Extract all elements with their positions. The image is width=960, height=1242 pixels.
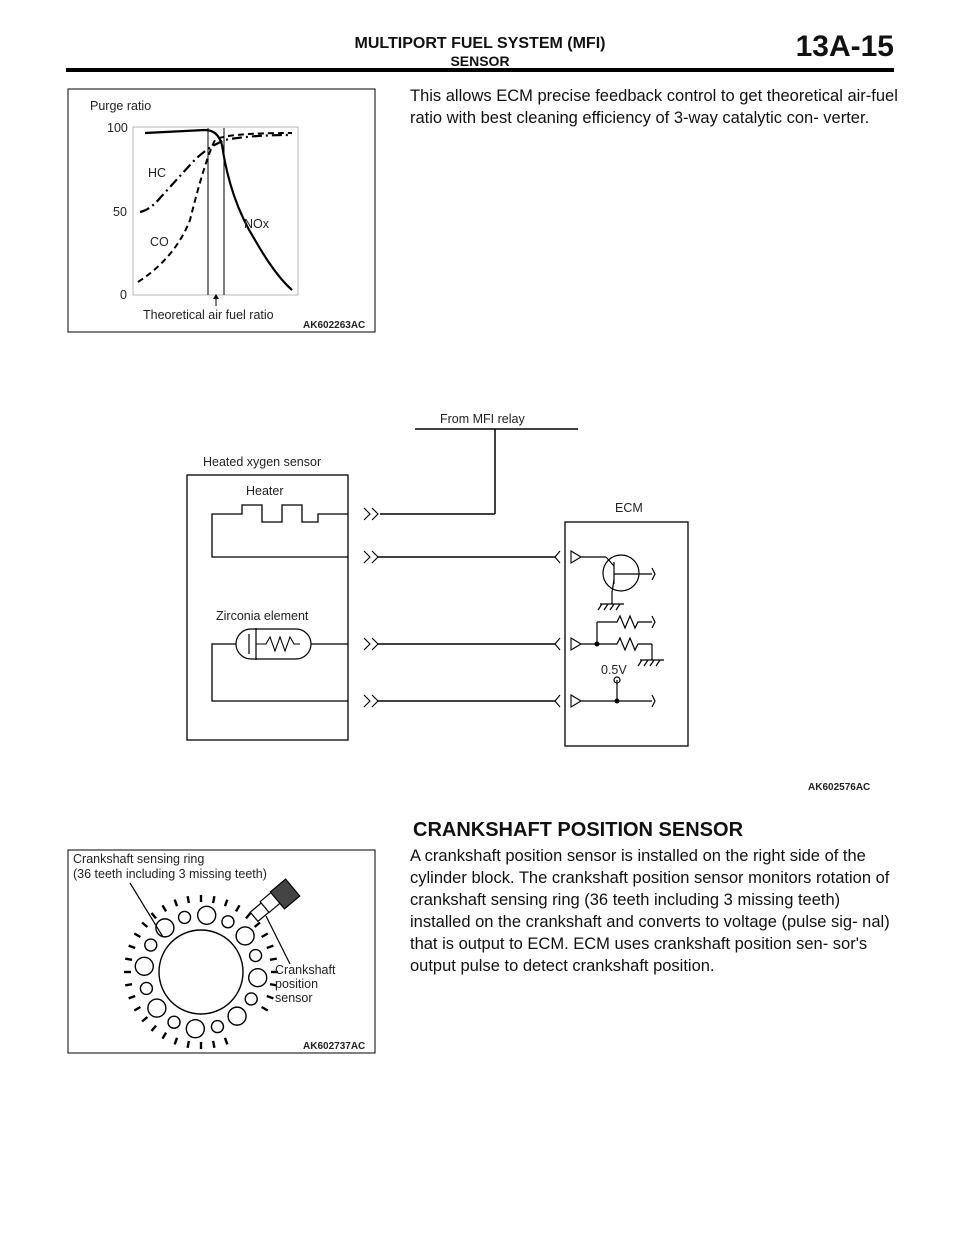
sensing-ring [124, 895, 278, 1049]
ring-hole [210, 1019, 225, 1034]
ring-tooth [173, 1037, 179, 1045]
ring-tooth [186, 895, 191, 904]
page-number: 13A-15 [795, 30, 894, 63]
ring-label-2: (36 teeth including 3 missing teeth) [73, 867, 267, 881]
ring-tooth [124, 982, 133, 987]
ring-hole [227, 1006, 247, 1026]
sensor-body [249, 878, 301, 923]
crankshaft-ring-figure: Crankshaft sensing ring (36 teeth includ… [67, 849, 376, 1054]
ring-tooth [211, 1040, 216, 1049]
zirconia-label: Zirconia element [216, 609, 309, 623]
sensor-label-2: position [275, 977, 318, 991]
ring-tooth [253, 921, 261, 928]
oxygen-sensor-circuit-figure: From MFI relay Heated xygen sensor Heate… [186, 412, 870, 793]
ecm-label: ECM [615, 501, 643, 515]
ring-tooth [141, 1016, 149, 1023]
ring-tooth [161, 904, 168, 912]
ring-tooth [261, 1005, 269, 1012]
ring-tooth [150, 912, 157, 920]
nox-label: NOx [244, 217, 270, 231]
ring-hole [185, 1019, 206, 1039]
sensor-label-3: sensor [275, 991, 313, 1005]
ring-hole [134, 956, 154, 977]
ring-hole [147, 998, 167, 1018]
ring-hole [167, 1015, 181, 1029]
ring-hole [196, 905, 217, 925]
ring-tooth [269, 982, 278, 987]
ring-hole [235, 926, 255, 946]
ring-hole [177, 910, 192, 925]
ring-hole [155, 918, 175, 938]
section-heading: CRANKSHAFT POSITION SENSOR [413, 819, 744, 841]
hc-label: HC [148, 166, 166, 180]
ring-hole [139, 981, 154, 996]
tick-0: 0 [120, 288, 127, 302]
ring-tooth [211, 895, 216, 904]
figure-code: AK602263AC [303, 320, 365, 331]
ring-tooth [173, 899, 179, 907]
purge-ratio-figure: Purge ratio 100 50 0 HC CO NOx Theoretic… [67, 88, 376, 333]
figure-code: AK602737AC [303, 1041, 365, 1052]
ring-tooth [223, 1037, 229, 1045]
manual-subtitle: SENSOR [450, 53, 510, 69]
ring-hole [144, 938, 158, 952]
purge-ratio-label: Purge ratio [90, 99, 151, 113]
ring-tooth [245, 912, 252, 920]
ring-tooth [186, 1040, 191, 1049]
sensor-label-1: Crankshaft [275, 963, 336, 977]
ring-hole [221, 915, 235, 929]
ring-tooth [133, 1005, 141, 1012]
ring-tooth [223, 899, 229, 907]
tick-50: 50 [113, 205, 127, 219]
manual-title: MULTIPORT FUEL SYSTEM (MFI) [354, 35, 606, 52]
ring-tooth [261, 932, 269, 939]
ring-hole [248, 967, 268, 988]
ring-label-1: Crankshaft sensing ring [73, 852, 204, 866]
co-label: CO [150, 235, 169, 249]
ring-tooth [161, 1032, 168, 1040]
header-rule [66, 68, 894, 72]
ring-hole [248, 948, 263, 963]
ring-hole [244, 992, 258, 1006]
ring-tooth [266, 944, 274, 950]
tick-100: 100 [107, 121, 128, 135]
ring-tooth [128, 994, 136, 1000]
voltage-label: 0.5V [601, 663, 627, 677]
ring-tooth [266, 994, 274, 1000]
figure-code: AK602576AC [808, 782, 870, 793]
ring-tooth [141, 921, 149, 928]
sensor-label: Heated xygen sensor [203, 455, 321, 469]
ring-tooth [150, 1024, 157, 1032]
ring-tooth [124, 957, 133, 962]
intro-paragraph: This allows ECM precise feedback control… [410, 87, 898, 127]
heater-label: Heater [246, 484, 284, 498]
ring-tooth [128, 944, 136, 950]
ring-tooth [133, 932, 141, 939]
x-axis-label: Theoretical air fuel ratio [143, 308, 274, 322]
crankshaft-paragraph: A crankshaft position sensor is installe… [410, 847, 890, 975]
relay-label: From MFI relay [440, 412, 525, 426]
ring-tooth [234, 904, 241, 912]
ring-tooth [269, 957, 278, 962]
